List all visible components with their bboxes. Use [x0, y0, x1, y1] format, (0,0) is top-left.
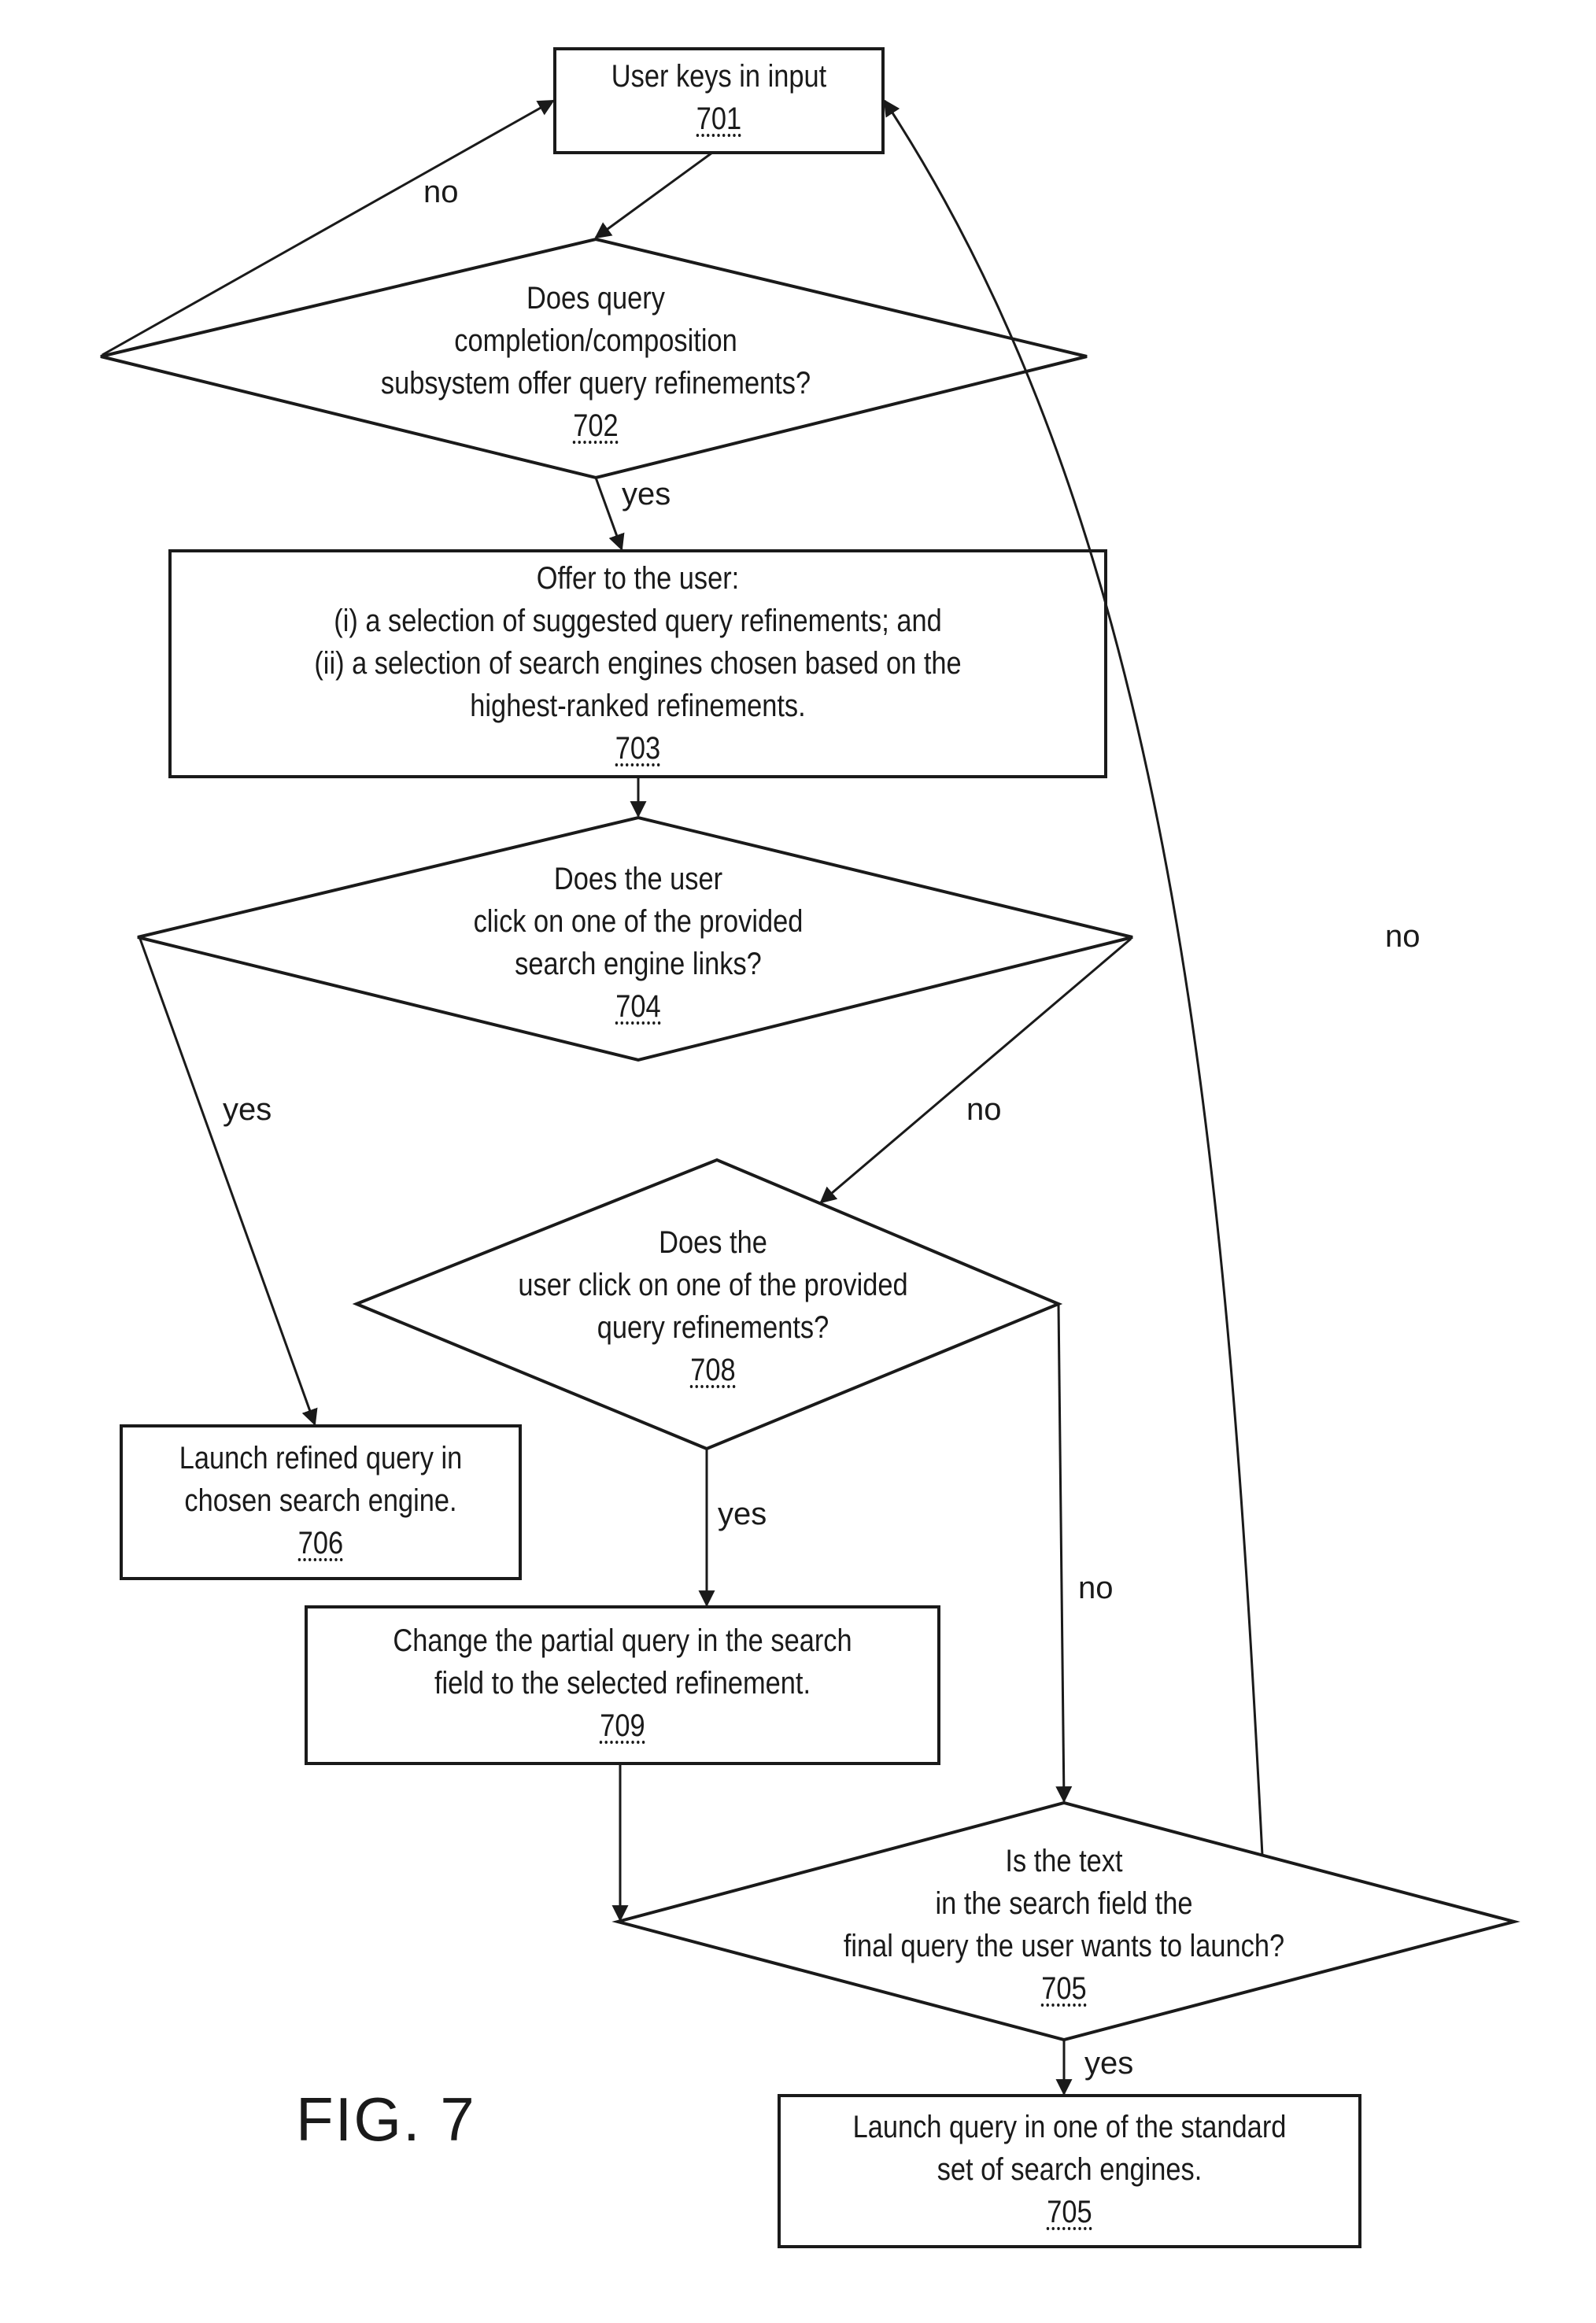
node-705-decision-text: Is the text in the search field the fina…	[726, 1840, 1402, 2010]
node-702-line: completion/composition	[454, 323, 737, 358]
node-706-line: Launch refined query in	[179, 1441, 463, 1475]
edge-708-no-to-705	[1055, 1303, 1073, 1804]
process-box-706	[120, 1424, 522, 1580]
node-704-line: Does the user	[553, 862, 723, 896]
decision-diamond-704	[137, 815, 1133, 1062]
figure-label: FIG. 7	[296, 2085, 476, 2154]
process-box-709	[305, 1605, 940, 1765]
decision-diamond-705	[611, 1800, 1520, 2042]
node-703-ref: 703	[615, 731, 661, 766]
node-709-line: field to the selected refinement.	[434, 1666, 811, 1701]
node-706-ref: 706	[297, 1526, 344, 1560]
edge-label-708-yes: yes	[718, 1497, 767, 1531]
node-701-ref: 701	[696, 102, 742, 136]
node-708-line: query refinements?	[597, 1310, 829, 1345]
node-706-line: chosen search engine.	[184, 1483, 457, 1518]
node-708-text: Does the user click on one of the provid…	[375, 1221, 1051, 1391]
node-709-line: Change the partial query in the search	[393, 1623, 852, 1658]
node-704-line: click on one of the provided	[473, 904, 804, 939]
node-705-launch-line: Launch query in one of the standard	[852, 2110, 1287, 2144]
node-708-line: Does the	[659, 1225, 767, 1260]
node-702-ref: 702	[573, 408, 619, 443]
node-702-text: Does query completion/composition subsys…	[257, 277, 934, 447]
edge-label-704-no: no	[966, 1092, 1002, 1127]
node-705-decision-ref: 705	[1041, 1971, 1087, 2006]
node-709-text: Change the partial query in the search f…	[350, 1619, 894, 1747]
process-box-703	[168, 549, 1107, 778]
edge-702-no-to-701	[102, 99, 555, 356]
edge-label-708-no: no	[1078, 1571, 1114, 1605]
node-703-line: Offer to the user:	[536, 561, 740, 596]
node-704-text: Does the user click on one of the provid…	[300, 858, 977, 1028]
node-702-line: subsystem offer query refinements?	[380, 366, 811, 401]
node-705-launch-line: set of search engines.	[937, 2152, 1203, 2187]
node-709-ref: 709	[600, 1708, 645, 1743]
edge-704-no-to-708	[819, 937, 1132, 1204]
edge-label-705-yes: yes	[1084, 2046, 1134, 2081]
node-701-text: User keys in input 701	[578, 55, 860, 140]
node-705-decision-line: final query the user wants to launch?	[843, 1929, 1285, 1963]
node-701-line: User keys in input	[611, 59, 827, 94]
edge-702-yes-to-703	[594, 477, 625, 551]
edge-705-no-to-701	[883, 99, 1264, 1856]
edge-label-704-yes: yes	[223, 1092, 272, 1127]
node-704-ref: 704	[615, 989, 661, 1024]
node-705-launch-ref: 705	[1047, 2195, 1092, 2229]
node-704-line: search engine links?	[515, 947, 762, 981]
node-706-text: Launch refined query in chosen search en…	[149, 1437, 492, 1564]
decision-diamond-702	[100, 237, 1088, 480]
node-705-launch-text: Launch query in one of the standard set …	[820, 2106, 1320, 2233]
process-box-701	[553, 47, 885, 154]
node-708-line: user click on one of the provided	[518, 1268, 908, 1302]
edge-label-705-no: no	[1385, 919, 1421, 954]
edge-704-yes-to-706	[139, 938, 318, 1426]
edge-label-702-no: no	[423, 175, 459, 209]
node-702-line: Does query	[526, 281, 665, 316]
edge-label-702-yes: yes	[622, 477, 671, 512]
node-703-text: Offer to the user: (i) a selection of su…	[235, 557, 1040, 770]
edge-701-to-702	[594, 151, 713, 239]
node-703-line: (i) a selection of suggested query refin…	[334, 604, 942, 638]
node-705-decision-line: in the search field the	[935, 1886, 1193, 1921]
node-703-line: highest-ranked refinements.	[470, 689, 806, 723]
node-708-ref: 708	[690, 1353, 736, 1387]
node-703-line: (ii) a selection of search engines chose…	[314, 646, 962, 681]
node-705-decision-line: Is the text	[1005, 1844, 1123, 1878]
